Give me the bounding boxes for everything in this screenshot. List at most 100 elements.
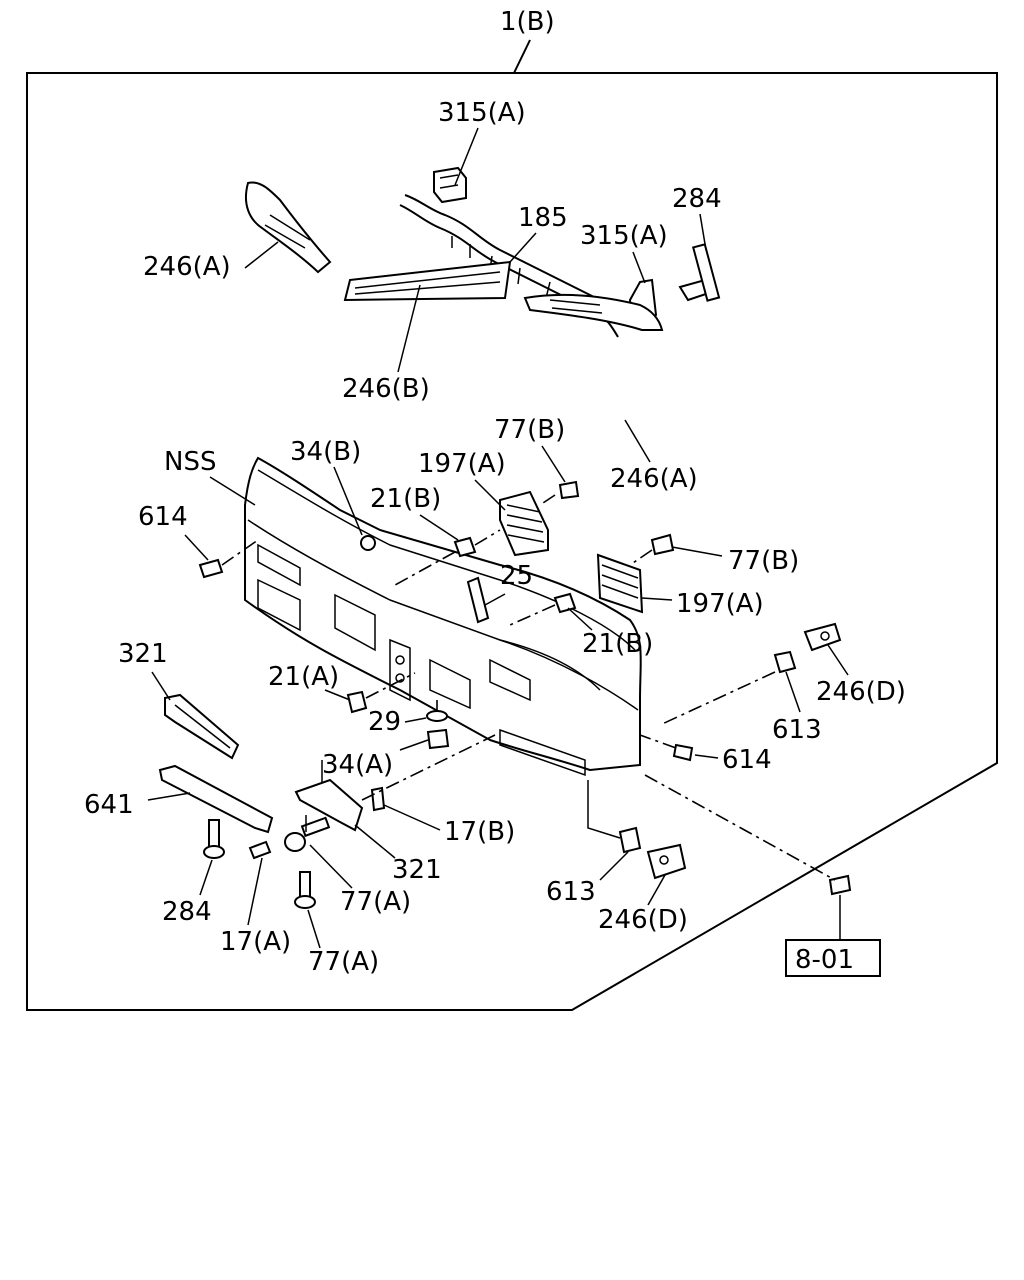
dash-613-right xyxy=(659,671,776,726)
leader-nss xyxy=(209,476,256,506)
grommet-614-right xyxy=(672,743,694,762)
label-34b: 34(B) xyxy=(290,437,361,467)
leader-246b xyxy=(397,284,421,373)
leader-315a-top xyxy=(454,127,479,186)
dash-321-bottom xyxy=(361,734,496,801)
leader-25 xyxy=(484,593,506,606)
label-321-top: 321 xyxy=(118,639,168,669)
label-614-left: 614 xyxy=(138,502,188,532)
leader-21b-top xyxy=(419,514,459,541)
label-246a-right: 246(A) xyxy=(610,464,698,494)
vent-197a-top xyxy=(499,490,549,557)
assembly-leader xyxy=(513,39,531,74)
label-197a-right: 197(A) xyxy=(676,589,764,619)
leader-614-left xyxy=(184,534,209,561)
leader-246d-right xyxy=(827,644,849,676)
leader-29 xyxy=(404,717,427,723)
bolt-77a-bottom xyxy=(294,871,316,909)
clip-8-01 xyxy=(828,874,852,896)
bolt-77a-mid xyxy=(284,816,331,852)
dash-21b-right xyxy=(509,604,556,626)
grille-246b xyxy=(343,260,512,302)
ref-box-8-01 xyxy=(785,939,881,977)
label-21b-top: 21(B) xyxy=(370,484,441,514)
label-17b: 17(B) xyxy=(444,817,515,847)
label-17a: 17(A) xyxy=(220,927,291,957)
leader-246a-left xyxy=(244,241,279,269)
dash-77b-right xyxy=(629,549,653,566)
leader-315a-right xyxy=(632,251,646,284)
bracket-315a-top xyxy=(433,166,467,204)
ref-box-text: 8-01 xyxy=(795,945,854,975)
clip-21b-right xyxy=(553,592,577,614)
bracket-321-top xyxy=(164,693,240,760)
dash-21b-top xyxy=(474,529,501,546)
label-284-top: 284 xyxy=(672,184,722,214)
washer-29 xyxy=(426,710,448,722)
leader-77a-bottom xyxy=(307,909,321,949)
clip-246d-right xyxy=(803,622,842,652)
label-21b-right: 21(B) xyxy=(582,629,653,659)
leader-613-bottom xyxy=(599,851,629,881)
line-613-bottom-to-bumper xyxy=(587,780,621,839)
label-25: 25 xyxy=(500,561,533,591)
leader-77b-top xyxy=(541,445,566,483)
nut-34a xyxy=(426,728,450,750)
clip-17b xyxy=(370,786,386,812)
label-185: 185 xyxy=(518,203,568,233)
clip-17a xyxy=(248,840,272,860)
label-21a: 21(A) xyxy=(268,662,339,692)
leader-77a-mid xyxy=(309,844,353,889)
label-246b: 246(B) xyxy=(342,374,430,404)
label-614-right: 614 xyxy=(722,745,772,775)
leader-17a xyxy=(247,857,263,926)
label-321-bottom: 321 xyxy=(392,855,442,885)
leader-21b-right xyxy=(567,607,593,631)
label-29: 29 xyxy=(368,707,401,737)
label-315a-top: 315(A) xyxy=(438,98,526,128)
label-246d-right: 246(D) xyxy=(816,677,906,707)
label-246a-left: 246(A) xyxy=(143,252,231,282)
label-246d-bottom: 246(D) xyxy=(598,905,688,935)
grille-246a-right xyxy=(523,293,664,331)
clip-21b-top xyxy=(453,536,477,558)
plate-641 xyxy=(158,764,274,834)
leader-21a xyxy=(324,689,351,701)
dash-614-right xyxy=(639,734,677,749)
leader-197a-top xyxy=(474,479,506,511)
screw-77b-right xyxy=(650,533,675,556)
leader-246a-right xyxy=(624,419,651,463)
leader-321-bottom xyxy=(354,824,396,859)
leader-185 xyxy=(509,232,537,263)
screw-77b-top xyxy=(558,480,580,500)
leader-34a xyxy=(399,739,429,751)
bracket-25 xyxy=(466,576,490,624)
bolt-284-bottom xyxy=(203,819,225,859)
label-nss: NSS xyxy=(164,447,216,477)
label-613-bottom: 613 xyxy=(546,877,596,907)
label-77a-bottom: 77(A) xyxy=(308,947,379,977)
assembly-frame xyxy=(26,72,998,1011)
leader-197a-right xyxy=(641,597,673,601)
clip-21a xyxy=(346,690,368,714)
leader-284-bottom xyxy=(199,859,213,896)
assembly-label: 1(B) xyxy=(500,7,555,37)
label-77b-right: 77(B) xyxy=(728,546,799,576)
leader-641 xyxy=(147,792,191,801)
grommet-614-left xyxy=(198,558,224,579)
vent-197a-right xyxy=(596,553,644,614)
leader-613-right xyxy=(785,671,801,713)
label-284-bottom: 284 xyxy=(162,897,212,927)
bolt-284-top xyxy=(678,243,721,302)
leader-246d-bottom xyxy=(647,874,666,906)
leader-17b xyxy=(383,804,441,831)
label-641: 641 xyxy=(84,790,134,820)
leader-77b-right xyxy=(671,546,723,557)
dash-77b-top xyxy=(539,494,556,506)
dash-21b-to-bumper xyxy=(394,551,456,586)
clip-246d-bottom xyxy=(646,843,687,880)
dash-21a xyxy=(365,672,416,699)
bracket-321-bottom xyxy=(294,760,364,832)
leader-284-top xyxy=(699,213,707,251)
